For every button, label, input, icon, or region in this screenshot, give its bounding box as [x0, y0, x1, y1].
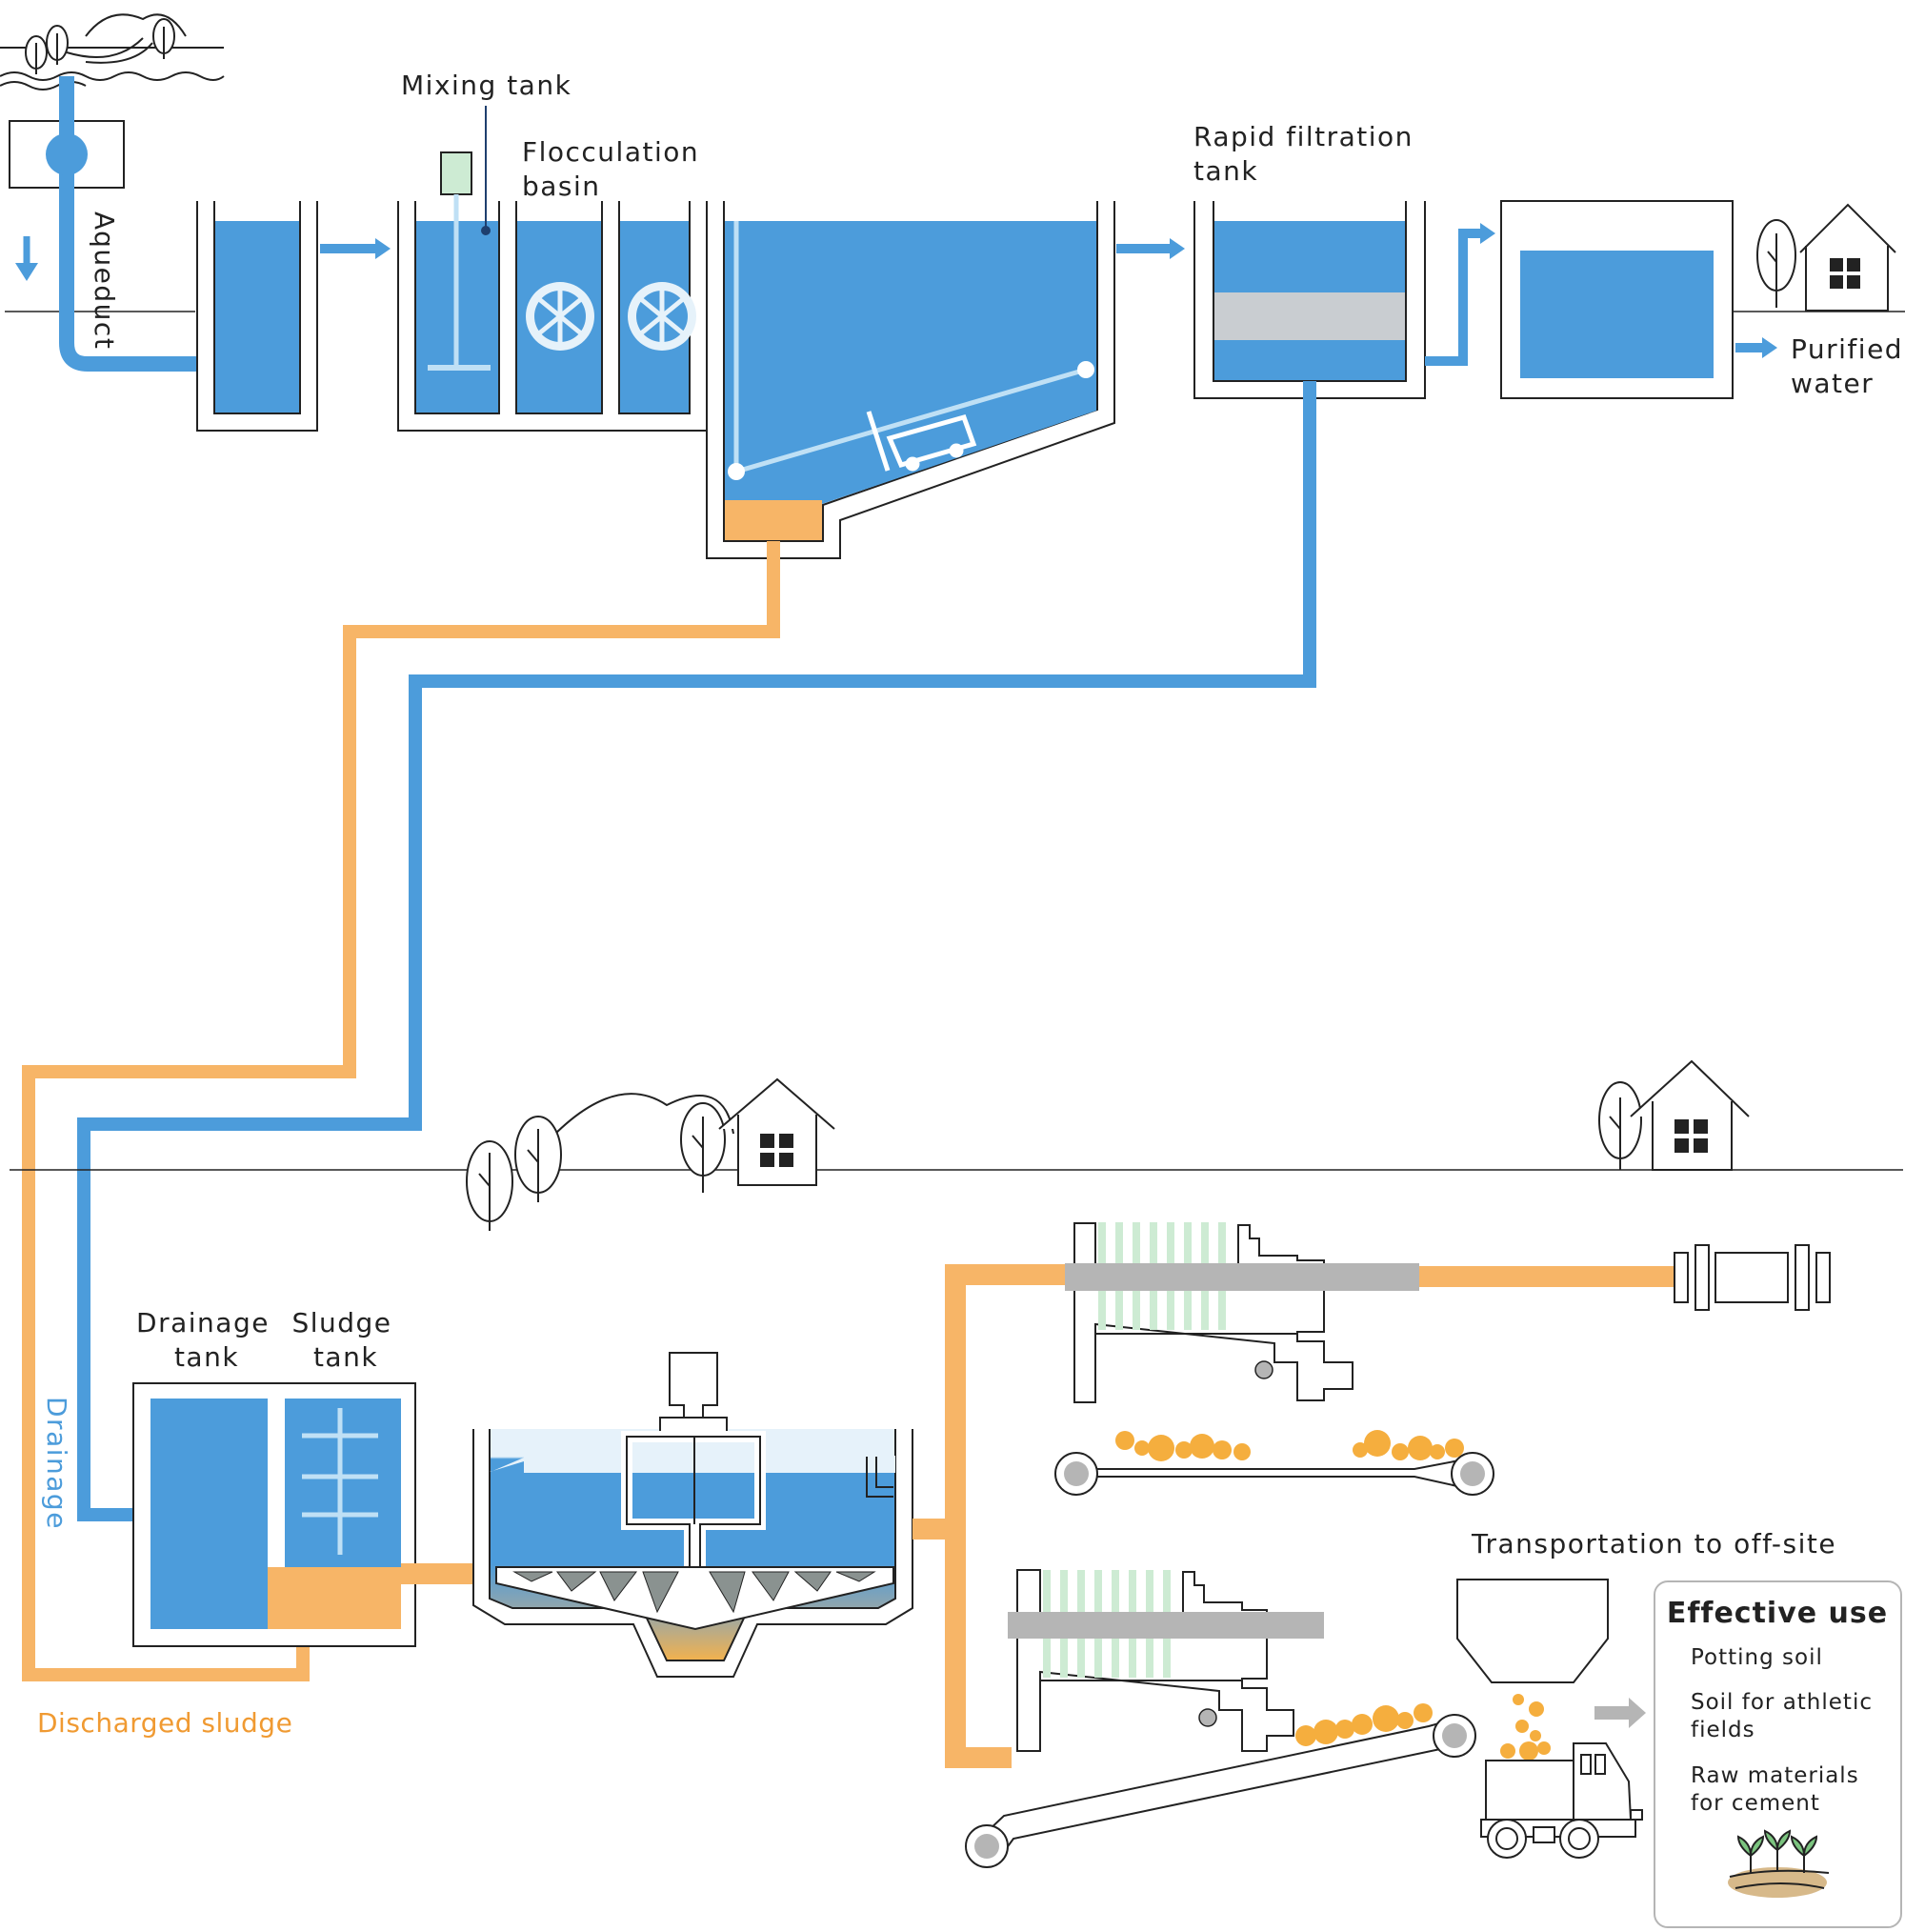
down-arrow-icon — [15, 236, 38, 281]
falling-sludge-icon — [1500, 1694, 1551, 1761]
sludge-scraper-icon — [866, 411, 977, 472]
purified-water-label-line2: water — [1791, 368, 1874, 399]
hills-trees-icon — [466, 1077, 835, 1231]
drainage-tank-label-line2: tank — [174, 1341, 239, 1373]
cake-hopper-icon — [1674, 1244, 1831, 1311]
use-athletic-fields-line1: Soil for athletic — [1691, 1690, 1873, 1715]
flow-arrow-icon — [320, 238, 391, 259]
thickener-rake-icon — [512, 1571, 876, 1614]
flow-arrow-icon — [1116, 238, 1185, 259]
filtered-water-pipe — [1425, 229, 1484, 366]
house-icon — [1598, 1059, 1750, 1171]
mixer-motor-icon — [440, 151, 472, 195]
purified-water-label-line1: Purified — [1791, 333, 1903, 365]
mixing-flocculation-basin — [397, 106, 708, 432]
sedimentation-basin — [706, 201, 1115, 559]
clear-water-reservoir — [1500, 200, 1734, 399]
press-rod — [1008, 1612, 1324, 1639]
effective-use-box — [1654, 1580, 1902, 1928]
drainage-tank-label-line1: Drainage — [136, 1307, 270, 1338]
filter-media — [1214, 292, 1405, 340]
rapid-filtration-tank — [1193, 201, 1426, 399]
discharged-sludge-label: Discharged sludge — [37, 1707, 292, 1739]
intake-pump-icon — [46, 133, 88, 175]
flocculator-paddle-icon — [628, 282, 696, 351]
rapid-filtration-label-line1: Rapid filtration — [1193, 121, 1414, 152]
flocculation-basin-label-line1: Flocculation — [522, 136, 699, 168]
aqueduct-pipe — [59, 76, 205, 372]
sludge-cake-icon — [1295, 1703, 1433, 1746]
belt-conveyor-upper — [1054, 1430, 1494, 1496]
flocculation-basin-label-line2: basin — [522, 171, 601, 202]
sludge-tank-label-line2: tank — [313, 1341, 378, 1373]
dump-truck-icon — [1480, 1742, 1643, 1859]
use-cement-line1: Raw materials — [1691, 1763, 1859, 1788]
receiving-well — [196, 201, 318, 432]
press-rod — [1065, 1263, 1419, 1291]
thickened-sludge-pipe — [912, 1264, 1067, 1768]
river-landscape-icon — [0, 13, 225, 91]
house-icon — [1756, 203, 1896, 312]
effective-use-title: Effective use — [1667, 1597, 1888, 1630]
use-potting-soil: Potting soil — [1691, 1645, 1823, 1670]
sludge-cake-icon — [1115, 1430, 1464, 1461]
drainage-pipe — [77, 381, 1316, 1521]
use-athletic-fields-line2: fields — [1691, 1718, 1755, 1742]
flocculator-paddle-icon — [526, 282, 594, 351]
sludge-tank-label-line1: Sludge — [291, 1307, 391, 1338]
drainage-label: Drainage — [41, 1397, 72, 1530]
sludge-tank-rake-icon — [302, 1408, 378, 1555]
storage-hopper-icon — [1456, 1579, 1609, 1683]
rapid-filtration-label-line2: tank — [1193, 155, 1258, 187]
mixing-tank-label: Mixing tank — [401, 70, 572, 101]
use-cement-line2: for cement — [1691, 1791, 1820, 1816]
transportation-label: Transportation to off-site — [1471, 1528, 1836, 1560]
flow-arrow-icon — [1480, 223, 1495, 244]
aqueduct-label: Aqueduct — [89, 211, 120, 350]
drainage-sludge-tanks — [132, 1382, 416, 1647]
flow-arrow-icon — [1735, 337, 1777, 358]
plants-icon — [1728, 1829, 1830, 1898]
sludge-thickener — [472, 1352, 913, 1678]
filter-press-upper — [1065, 1222, 1419, 1403]
belt-conveyor-lower — [965, 1703, 1476, 1868]
filter-press-lower — [1008, 1569, 1324, 1752]
right-arrow-icon — [1594, 1698, 1646, 1728]
discharged-sludge-pipe — [22, 541, 780, 1681]
